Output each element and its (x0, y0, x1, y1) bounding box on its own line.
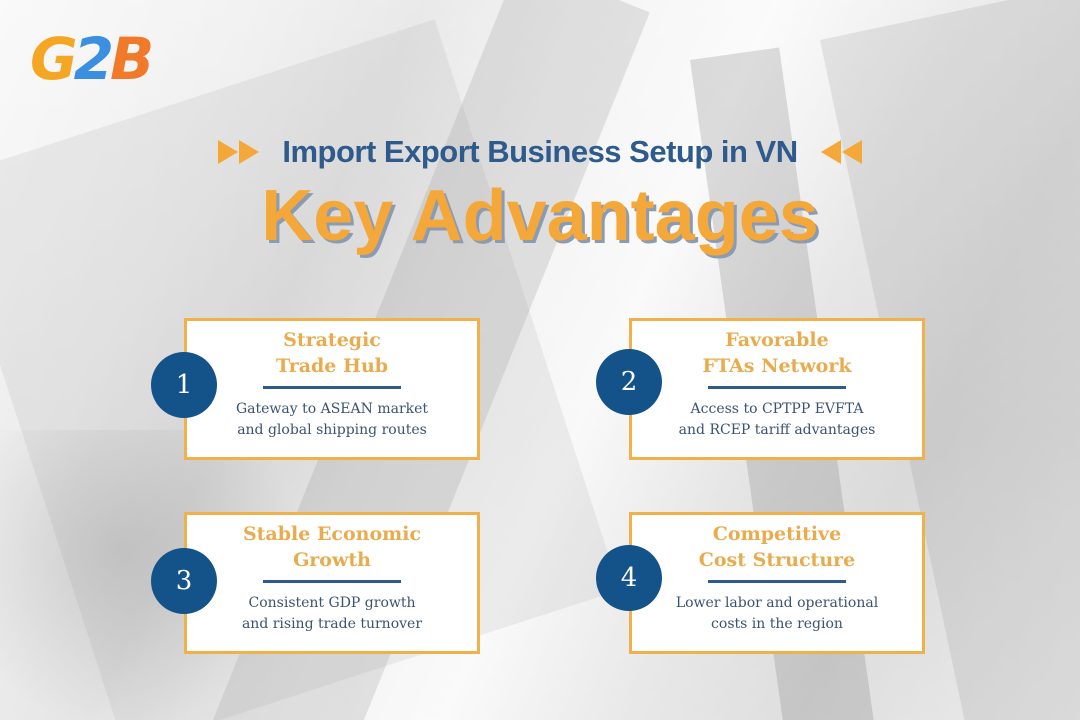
card-divider (263, 580, 401, 583)
logo-letter-g: G (30, 25, 78, 93)
card-title-line: Competitive (712, 523, 842, 545)
page-subtitle: Import Export Business Setup in VN (282, 134, 798, 169)
number-badge-1: 1 (151, 352, 217, 418)
card-description-line: and global shipping routes (237, 422, 427, 438)
advantage-card-3: Stable Economic Growth Consistent GDP gr… (184, 512, 480, 654)
card-description: Gateway to ASEAN market and global shipp… (187, 399, 477, 441)
card-description-line: costs in the region (711, 616, 843, 632)
card-description-line: Gateway to ASEAN market (235, 401, 429, 417)
card-title-line: Cost Structure (698, 549, 856, 571)
card-description: Access to CPTPP EVFTA and RCEP tariff ad… (632, 399, 922, 441)
advantage-card-2: Favorable FTAs Network Access to CPTPP E… (629, 318, 925, 460)
card-description-line: and rising trade turnover (241, 616, 423, 632)
card-description-line: Access to CPTPP EVFTA (690, 401, 864, 417)
logo-digit-2: 2 (73, 25, 114, 93)
card-title: Favorable FTAs Network (632, 327, 922, 379)
card-description: Consistent GDP growth and rising trade t… (187, 593, 477, 635)
card-title: Competitive Cost Structure (632, 521, 922, 573)
number-badge-2: 2 (596, 349, 662, 415)
fast-forward-icon (218, 140, 260, 164)
card-title-line: Strategic (283, 329, 381, 351)
card-description-line: and RCEP tariff advantages (678, 422, 876, 438)
card-divider (708, 580, 846, 583)
logo-letter-b: B (109, 25, 154, 93)
number-badge-4: 4 (596, 545, 662, 611)
card-title: Stable Economic Growth (187, 521, 477, 573)
card-title-line: Trade Hub (275, 355, 389, 377)
number-badge-3: 3 (151, 548, 217, 614)
card-description-line: Consistent GDP growth (248, 595, 416, 611)
card-title-line: FTAs Network (702, 355, 852, 377)
card-description-line: Lower labor and operational (675, 595, 879, 611)
page-title: Key Advantages (261, 176, 819, 256)
card-title-line: Stable Economic (242, 523, 422, 545)
card-divider (708, 386, 846, 389)
rewind-icon (820, 140, 862, 164)
advantage-card-1: Strategic Trade Hub Gateway to ASEAN mar… (184, 318, 480, 460)
card-title-line: Favorable (725, 329, 829, 351)
advantage-card-4: Competitive Cost Structure Lower labor a… (629, 512, 925, 654)
card-title-line: Growth (293, 549, 371, 571)
g2b-logo: G2B (30, 30, 154, 88)
card-divider (263, 386, 401, 389)
card-title: Strategic Trade Hub (187, 327, 477, 379)
subtitle-row: Import Export Business Setup in VN (0, 134, 1080, 170)
card-description: Lower labor and operational costs in the… (632, 593, 922, 635)
